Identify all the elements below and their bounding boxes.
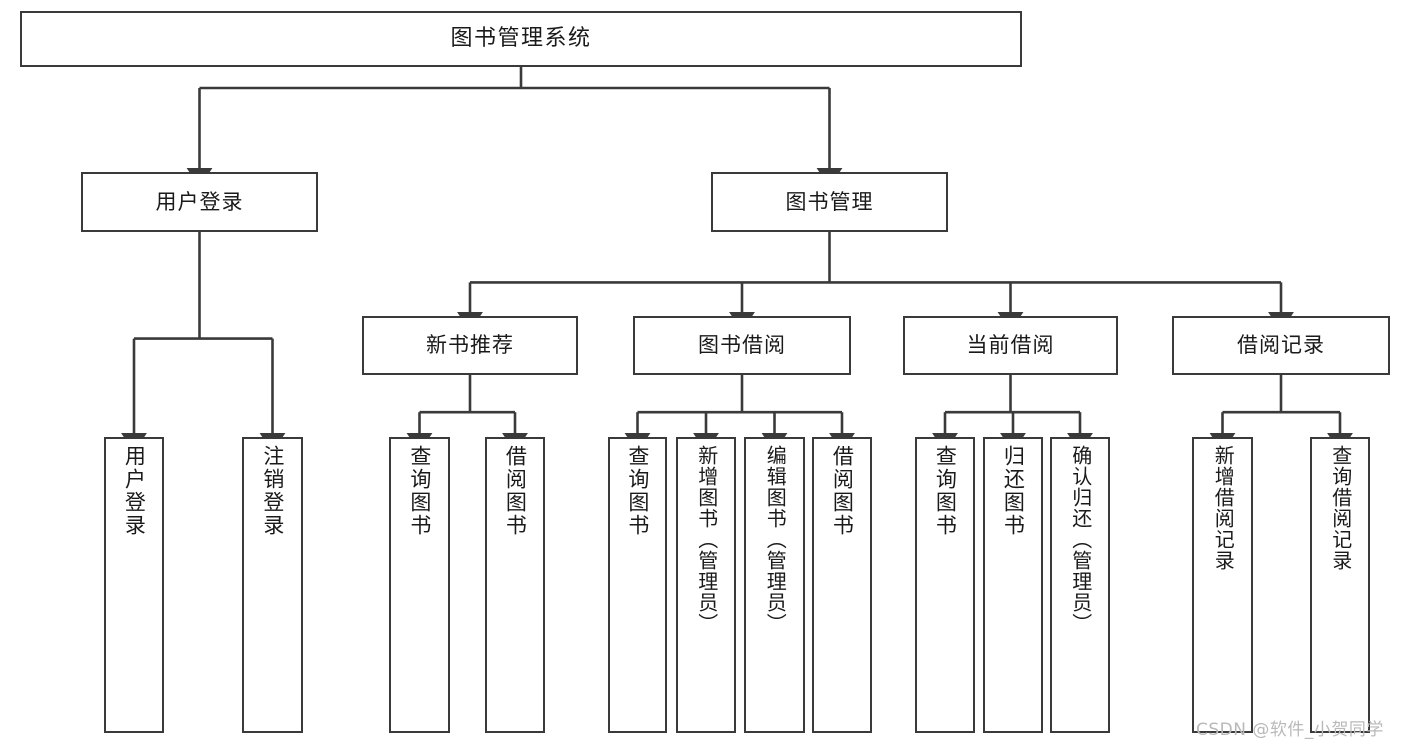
node-label: 确认归还（管理员） <box>1068 445 1093 634</box>
node-leaf_query_book_3: 查询图书 <box>915 437 975 733</box>
node-leaf_user_login: 用户登录 <box>104 437 164 733</box>
node-label: 查询借阅记录 <box>1328 445 1353 571</box>
node-borrow_record: 借阅记录 <box>1172 316 1390 375</box>
node-leaf_query_book_2: 查询图书 <box>608 437 667 733</box>
node-leaf_user_logout: 注销登录 <box>242 437 303 733</box>
node-label: 新书推荐 <box>426 333 514 357</box>
node-label: 查询图书 <box>625 445 650 537</box>
node-new_book_rec: 新书推荐 <box>362 316 578 375</box>
node-book_manage: 图书管理 <box>711 172 948 232</box>
node-leaf_query_book_1: 查询图书 <box>389 437 450 733</box>
node-leaf_query_record: 查询借阅记录 <box>1310 437 1370 733</box>
node-leaf_borrow_book_1: 借阅图书 <box>485 437 545 733</box>
node-leaf_return_book: 归还图书 <box>983 437 1043 733</box>
node-leaf_confirm_return: 确认归还（管理员） <box>1050 437 1110 733</box>
node-label: 当前借阅 <box>966 333 1055 357</box>
node-user_login: 用户登录 <box>81 172 318 232</box>
node-current_borrow: 当前借阅 <box>903 316 1118 375</box>
node-label: 归还图书 <box>1001 445 1026 537</box>
node-label: 新增借阅记录 <box>1211 445 1236 571</box>
node-leaf_add_record: 新增借阅记录 <box>1192 437 1253 733</box>
node-label: 用户登录 <box>155 189 244 214</box>
node-label: 图书借阅 <box>698 333 786 357</box>
csdn-watermark: CSDN @软件_小贺同学 <box>1196 720 1384 740</box>
node-label: 用户登录 <box>122 445 147 537</box>
node-label: 借阅图书 <box>503 445 528 537</box>
node-root: 图书管理系统 <box>20 11 1022 67</box>
node-leaf_edit_book: 编辑图书（管理员） <box>744 437 805 733</box>
node-leaf_add_book: 新增图书（管理员） <box>676 437 736 733</box>
node-label: 图书管理系统 <box>450 26 592 51</box>
node-label: 查询图书 <box>933 445 958 537</box>
node-label: 借阅图书 <box>830 445 855 537</box>
node-book_borrow: 图书借阅 <box>633 316 851 375</box>
node-leaf_borrow_book_2: 借阅图书 <box>812 437 872 733</box>
node-label: 查询图书 <box>407 445 432 537</box>
node-label: 注销登录 <box>260 445 285 537</box>
node-label: 新增图书（管理员） <box>694 445 719 634</box>
node-label: 编辑图书（管理员） <box>763 445 788 634</box>
node-label: 图书管理 <box>785 189 874 214</box>
node-label: 借阅记录 <box>1237 333 1325 357</box>
